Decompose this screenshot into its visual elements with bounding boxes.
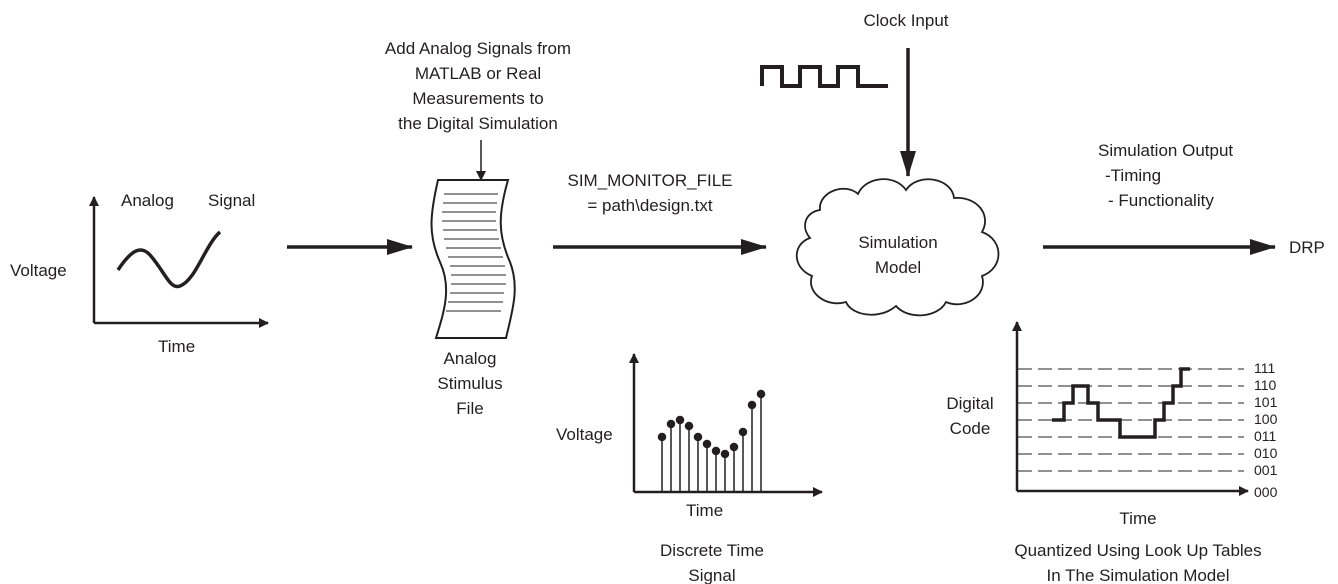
file-lines — [442, 193, 506, 312]
quantized-caption-line-2: In The Simulation Model — [1046, 566, 1229, 584]
analog-signal-plot: Analog Signal Voltage Time — [10, 191, 269, 356]
code-label: 111 — [1254, 360, 1275, 376]
code-label: 000 — [1254, 484, 1278, 500]
code-label: 101 — [1254, 394, 1278, 410]
signal-label: Signal — [208, 191, 255, 210]
analog-waveform — [116, 230, 222, 289]
discrete-samples — [657, 389, 766, 492]
stimulus-file-line-3: File — [456, 399, 483, 418]
digital-code-plot: 111 110 101 100 011 010 001 000 Digital … — [946, 321, 1278, 584]
add-signals-line-3: Measurements to — [412, 89, 543, 108]
digital-code-label-line-1: Digital — [946, 394, 993, 413]
voltage-axis-label-discrete: Voltage — [556, 425, 613, 444]
stimulus-file-icon: Analog Stimulus File — [430, 179, 516, 418]
add-signals-line-4: the Digital Simulation — [398, 114, 558, 133]
sim-output-timing: -Timing — [1105, 166, 1161, 185]
code-label: 011 — [1254, 428, 1277, 444]
cloud-shape — [795, 178, 1000, 317]
quantization-levels — [1018, 368, 1244, 472]
discrete-caption-line-2: Signal — [688, 566, 735, 584]
sim-output-title: Simulation Output — [1098, 141, 1233, 160]
code-label: 110 — [1254, 377, 1277, 393]
add-signals-line-2: MATLAB or Real — [415, 64, 541, 83]
discrete-signal-plot: Voltage Time Discrete Time Signal — [556, 353, 823, 584]
quantized-waveform — [1052, 367, 1190, 439]
clock-waveform-icon — [760, 65, 888, 88]
sim-output-functionality: - Functionality — [1108, 191, 1214, 210]
digital-code-labels: 111 110 101 100 011 010 001 000 — [1254, 360, 1278, 500]
time-axis-label-left: Time — [158, 337, 195, 356]
time-axis-label-digital: Time — [1119, 509, 1156, 528]
digital-code-label-line-2: Code — [950, 419, 991, 438]
code-label: 100 — [1254, 411, 1278, 427]
simulation-model-line-1: Simulation — [858, 233, 937, 252]
add-signals-line-1: Add Analog Signals from — [385, 39, 571, 58]
voltage-axis-label-left: Voltage — [10, 261, 67, 280]
stimulus-file-line-2: Stimulus — [437, 374, 502, 393]
add-signals-note: Add Analog Signals from MATLAB or Real M… — [385, 39, 571, 181]
simulation-model-line-2: Model — [875, 258, 921, 277]
code-label: 010 — [1254, 445, 1278, 461]
file-page-shape — [430, 179, 516, 339]
code-label: 001 — [1254, 462, 1278, 478]
stimulus-file-line-1: Analog — [444, 349, 497, 368]
discrete-caption-line-1: Discrete Time — [660, 541, 764, 560]
drp-label: DRP — [1289, 238, 1325, 257]
simulation-model-cloud: Simulation Model — [795, 178, 1000, 317]
time-axis-label-discrete: Time — [686, 501, 723, 520]
sim-monitor-line-2: = path\design.txt — [587, 196, 713, 215]
sim-monitor-line-1: SIM_MONITOR_FILE — [568, 171, 733, 190]
simulation-output: Simulation Output -Timing - Functionalit… — [1043, 141, 1325, 257]
quantized-caption-line-1: Quantized Using Look Up Tables — [1014, 541, 1261, 560]
analog-label: Analog — [121, 191, 174, 210]
clock-input: Clock Input — [760, 11, 949, 177]
clock-input-label: Clock Input — [863, 11, 948, 30]
